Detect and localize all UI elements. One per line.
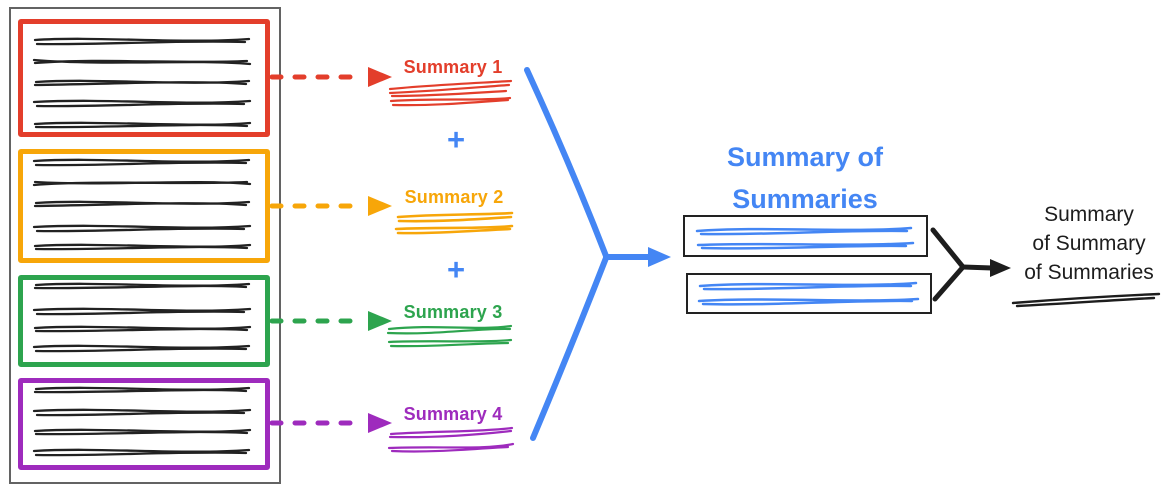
summary-4-scribble [387,426,515,453]
document-section-1 [18,19,270,137]
summary-4-arrow [269,413,392,433]
summary-3-arrow [269,311,392,331]
summary-1-arrow [269,67,392,87]
summary-1-scribble [388,79,513,107]
final-summary-label-line2: of Summary [1032,232,1146,255]
summary-2-arrow [269,196,392,216]
summary-1-label: Summary 1 [403,57,503,77]
document-section-4 [18,378,270,470]
document-section-2 [18,149,270,263]
final-summary-label: Summary of Summary of Summaries [1005,200,1170,287]
merge-title-line1: Summary of [726,142,884,172]
final-summary-scribble [1011,292,1161,308]
merge-title: Summary of Summaries [675,136,935,220]
final-fork-arrow [930,227,1011,302]
merge-fork-arrow [524,67,671,441]
merged-summary-box-2 [686,273,932,314]
plus-sign-1: + [446,122,466,157]
merged-summary-box-1 [683,215,928,257]
merge-title-line2: Summaries [732,184,878,214]
final-summary-label-line3: of Summaries [1024,261,1154,284]
summary-4-label: Summary 4 [403,404,503,424]
final-summary-label-line1: Summary [1044,203,1134,226]
summary-2-label: Summary 2 [404,187,504,207]
summary-3-label: Summary 3 [403,302,503,322]
summary-2-scribble [394,211,514,235]
summary-3-scribble [386,324,513,348]
document-section-3 [18,275,270,367]
plus-sign-2: + [446,252,466,287]
